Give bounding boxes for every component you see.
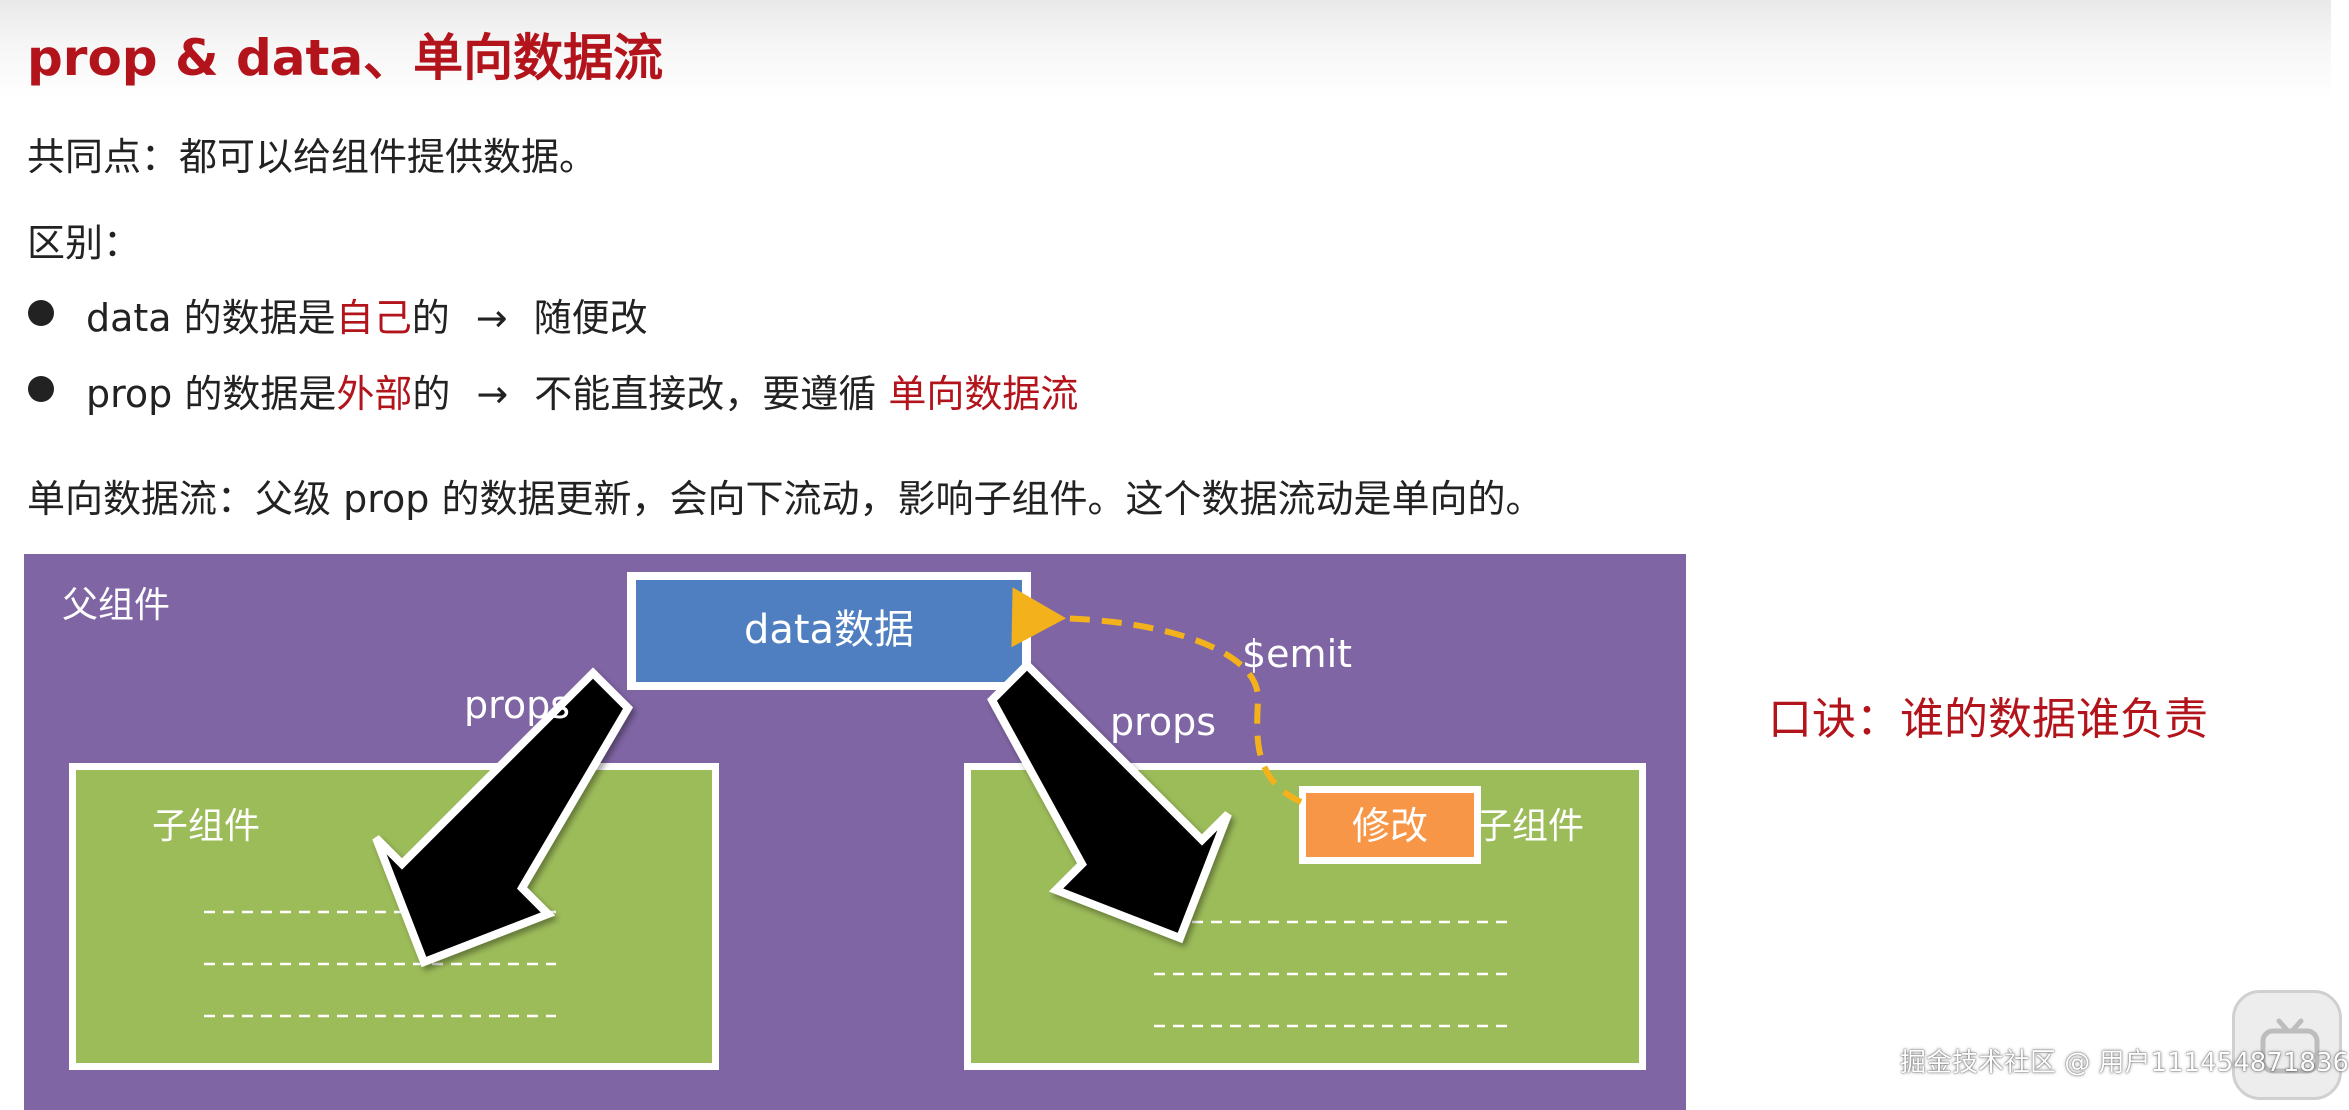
bullet-prop-pre: prop 的数据是 [86, 372, 337, 416]
data-box [636, 580, 1022, 682]
modify-button-label: 修改 [1352, 804, 1428, 848]
tv-icon [2232, 990, 2342, 1100]
bullet-prop-post: 的 [412, 372, 451, 416]
emit-arrow [1011, 587, 1303, 805]
bullet-prop-item: prop 的数据是外部的 → 不能直接改，要遵循 单向数据流 [86, 363, 1078, 418]
parent-component-label: 父组件 [62, 585, 170, 626]
data-box-label: data数据 [744, 607, 914, 653]
props-arrow-right [987, 659, 1232, 944]
bullet-data-post: 的 [411, 296, 450, 340]
bullet-data-tail: 随便改 [533, 296, 648, 340]
bullet-dot [28, 300, 54, 326]
bullet-data-item: data 的数据是自己的 → 随便改 [86, 287, 648, 342]
page-title: prop & data、单向数据流 [27, 29, 664, 87]
right-arrow-icon: → [475, 296, 508, 340]
props-label-right: props [1110, 700, 1216, 744]
difference-label: 区别： [27, 221, 142, 265]
common-point-text: 共同点：都可以给组件提供数据。 [27, 135, 598, 179]
child-right-placeholder-lines [1154, 920, 1508, 1028]
props-label-left: props [464, 683, 570, 727]
emit-label: $emit [1242, 632, 1352, 676]
bullet-prop-tail-highlight: 单向数据流 [888, 372, 1079, 416]
data-flow-diagram: 父组件 data数据 子组件 子组件 修改 props props $emit [24, 554, 1686, 1110]
one-way-flow-text: 单向数据流：父级 prop 的数据更新，会向下流动，影响子组件。这个数据流动是单… [27, 477, 1544, 521]
slogan-text: 口诀：谁的数据谁负责 [1768, 694, 2208, 745]
child-left-label: 子组件 [152, 806, 260, 847]
right-arrow-icon: → [476, 372, 509, 416]
bullet-data-pre: data 的数据是 [86, 296, 336, 340]
child-right-label: 子组件 [1476, 806, 1584, 847]
bullet-prop-tail: 不能直接改，要遵循 [534, 372, 889, 416]
bullet-prop-highlight: 外部 [336, 372, 413, 416]
watermark-text: 掘金技术社区 @ 用户111454871836 [1900, 1048, 2349, 1078]
bullet-dot [28, 376, 54, 402]
child-component-left [76, 770, 712, 1063]
props-arrow-left [372, 667, 634, 968]
header-band [0, 0, 2331, 100]
bullet-data-highlight: 自己 [335, 296, 412, 340]
modify-button[interactable] [1306, 793, 1474, 857]
